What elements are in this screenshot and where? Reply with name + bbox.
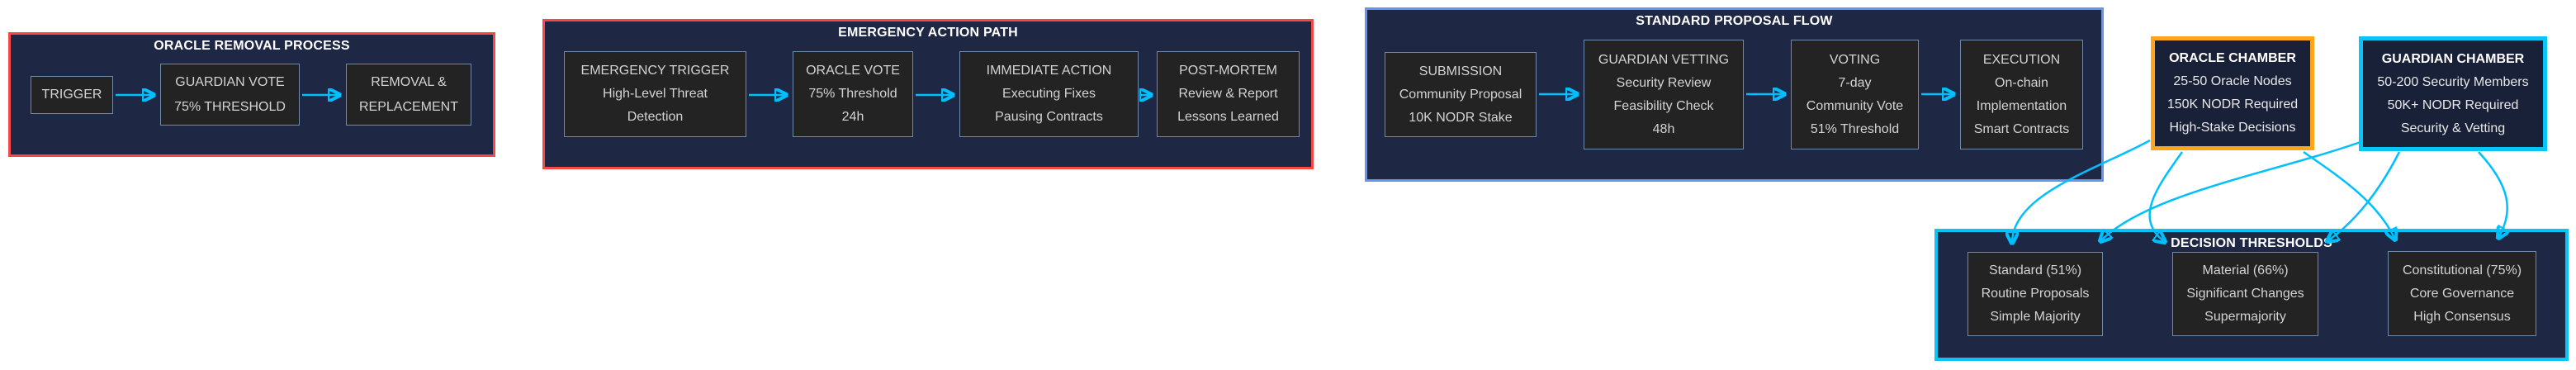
edge-guardian-chamber-to-standard [2100,140,2361,241]
cluster-title-emergency-action-path: EMERGENCY ACTION PATH [838,26,1018,40]
node-immediate-action: IMMEDIATE ACTION Executing Fixes Pausing… [959,51,1139,137]
edge-oracle-chamber-to-constitutional [2303,150,2395,240]
node-execution: EXECUTION On-chain Implementation Smart … [1960,40,2083,149]
node-oracle-vote: ORACLE VOTE 75% Threshold 24h [793,51,913,137]
node-standard-threshold: Standard (51%) Routine Proposals Simple … [1968,252,2103,336]
edge-guardian-chamber-to-constitutional [2478,151,2507,238]
guardian-chamber-title: GUARDIAN CHAMBER [2381,51,2525,66]
chamber-oracle: ORACLE CHAMBER 25-50 Oracle Nodes 150K N… [2151,36,2314,150]
node-emergency-trigger: EMERGENCY TRIGGER High-Level Threat Dete… [564,51,746,137]
node-guardian-vetting: GUARDIAN VETTING Security Review Feasibi… [1584,40,1744,149]
node-material-threshold: Material (66%) Significant Changes Super… [2172,252,2318,336]
cluster-title-oracle-removal-process: ORACLE REMOVAL PROCESS [154,39,350,53]
edge-guardian-chamber-to-material [2327,151,2401,241]
node-guardian-vote: GUARDIAN VOTE 75% THRESHOLD [160,64,300,126]
node-voting: VOTING 7-day Community Vote 51% Threshol… [1791,40,1919,149]
oracle-chamber-title: ORACLE CHAMBER [2169,51,2296,65]
cluster-title-decision-thresholds: DECISION THRESHOLDS [2171,236,2332,250]
node-removal-replacement: REMOVAL & REPLACEMENT [346,64,471,126]
node-constitutional-threshold: Constitutional (75%) Core Governance Hig… [2388,251,2536,336]
node-trigger: TRIGGER [31,76,113,114]
node-submission: SUBMISSION Community Proposal 10K NODR S… [1385,52,1537,137]
cluster-title-standard-proposal-flow: STANDARD PROPOSAL FLOW [1636,14,1833,28]
chamber-guardian: GUARDIAN CHAMBER 50-200 Security Members… [2359,36,2547,151]
node-post-mortem: POST-MORTEM Review & Report Lessons Lear… [1157,51,1300,137]
